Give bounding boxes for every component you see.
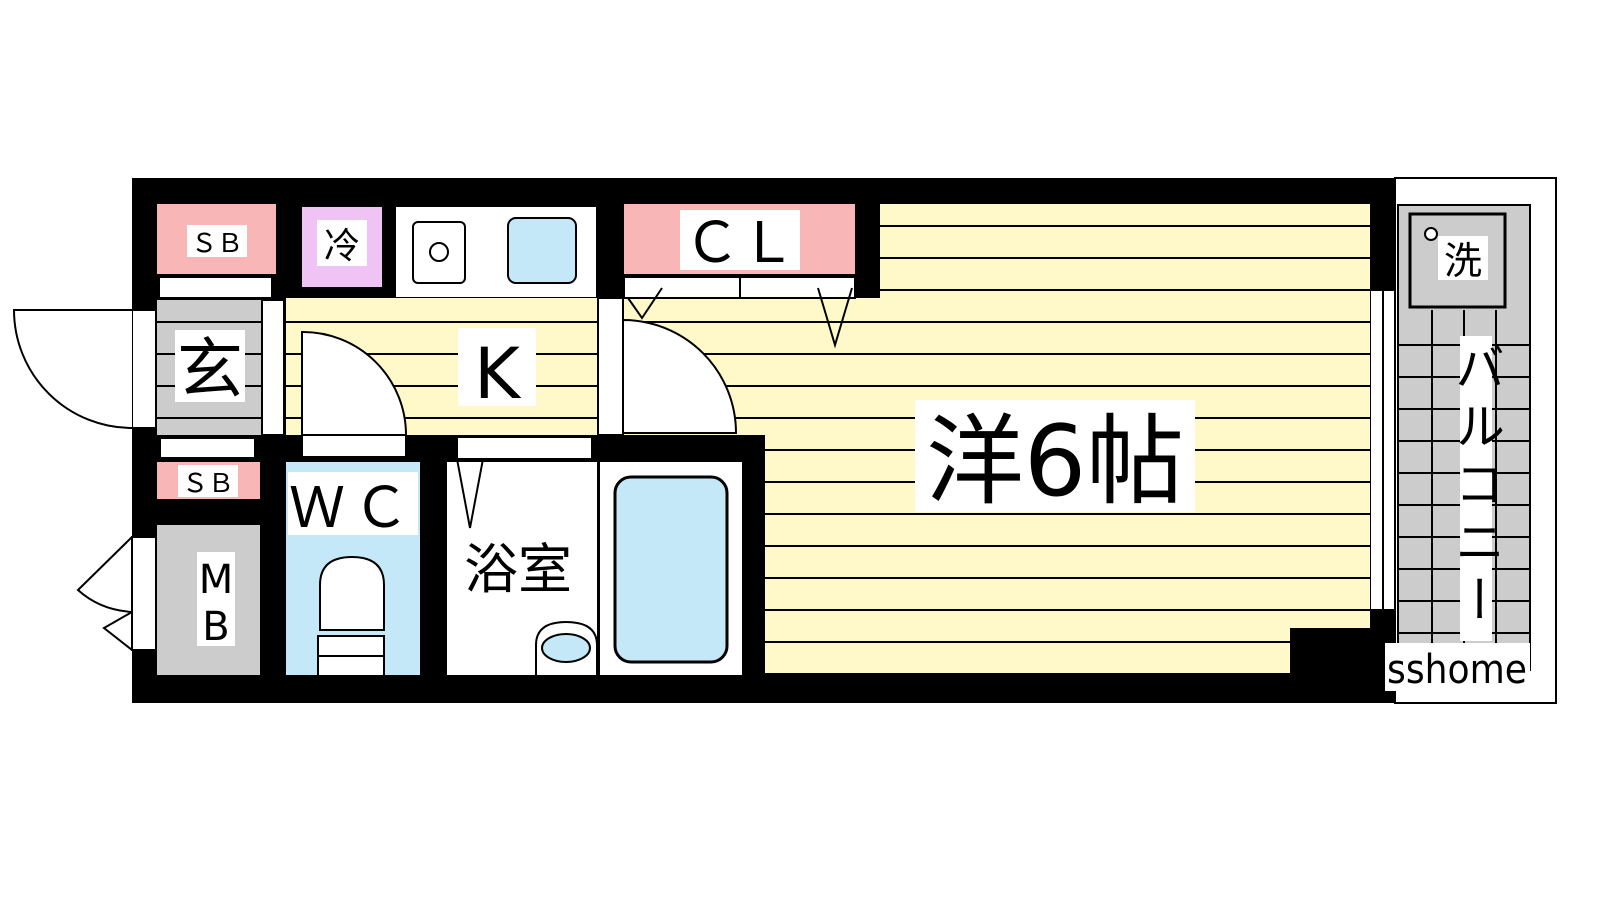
stove[interactable] — [412, 221, 466, 284]
meter-box-label-m: M — [199, 557, 234, 603]
burner-icon — [429, 242, 449, 262]
watermark-bg — [1385, 643, 1530, 691]
room-door-swing — [622, 318, 738, 434]
kitchen-sink[interactable] — [507, 217, 577, 284]
balcony-label: バルコニー — [1447, 342, 1505, 632]
fridge-label: 冷 — [324, 226, 360, 267]
kitchen-label: K — [474, 333, 522, 415]
toilet-door-swing — [301, 330, 408, 436]
watermark: sshome — [1387, 647, 1527, 693]
shoebox-bottom-label: ＳＢ — [182, 469, 234, 499]
bathtub — [613, 475, 729, 664]
shoebox-door[interactable] — [158, 276, 273, 299]
washer-label: 洗 — [1444, 239, 1482, 283]
bathroom-label: 浴室 — [464, 538, 572, 601]
shoebox-bottom-door[interactable] — [159, 437, 256, 459]
bathroom-door[interactable] — [456, 436, 593, 460]
step — [261, 299, 285, 436]
pillar — [1290, 628, 1370, 676]
meter-box-label-b: B — [202, 604, 229, 650]
toilet-label: ＷＣ — [289, 476, 417, 541]
main-room-label-bg — [915, 400, 1195, 512]
front-door-swing — [12, 309, 133, 429]
washer-label-bg — [1438, 236, 1488, 280]
shoebox-top-label: ＳＢ — [191, 229, 243, 259]
meter-box-door[interactable] — [131, 536, 157, 651]
main-room-label: 洋6帖 — [926, 405, 1184, 519]
balcony-label-bg — [1460, 336, 1492, 641]
kitchen-label-bg — [458, 328, 536, 406]
closet-label: ＣＬ — [684, 211, 796, 276]
entrance-label: 玄 — [177, 331, 243, 408]
toilet-icon — [319, 555, 385, 631]
main-room — [600, 204, 1370, 676]
toilet-door[interactable] — [301, 434, 407, 458]
front-door[interactable] — [131, 309, 157, 429]
wall-opening — [597, 297, 624, 436]
washer-drain-icon — [1424, 227, 1438, 241]
